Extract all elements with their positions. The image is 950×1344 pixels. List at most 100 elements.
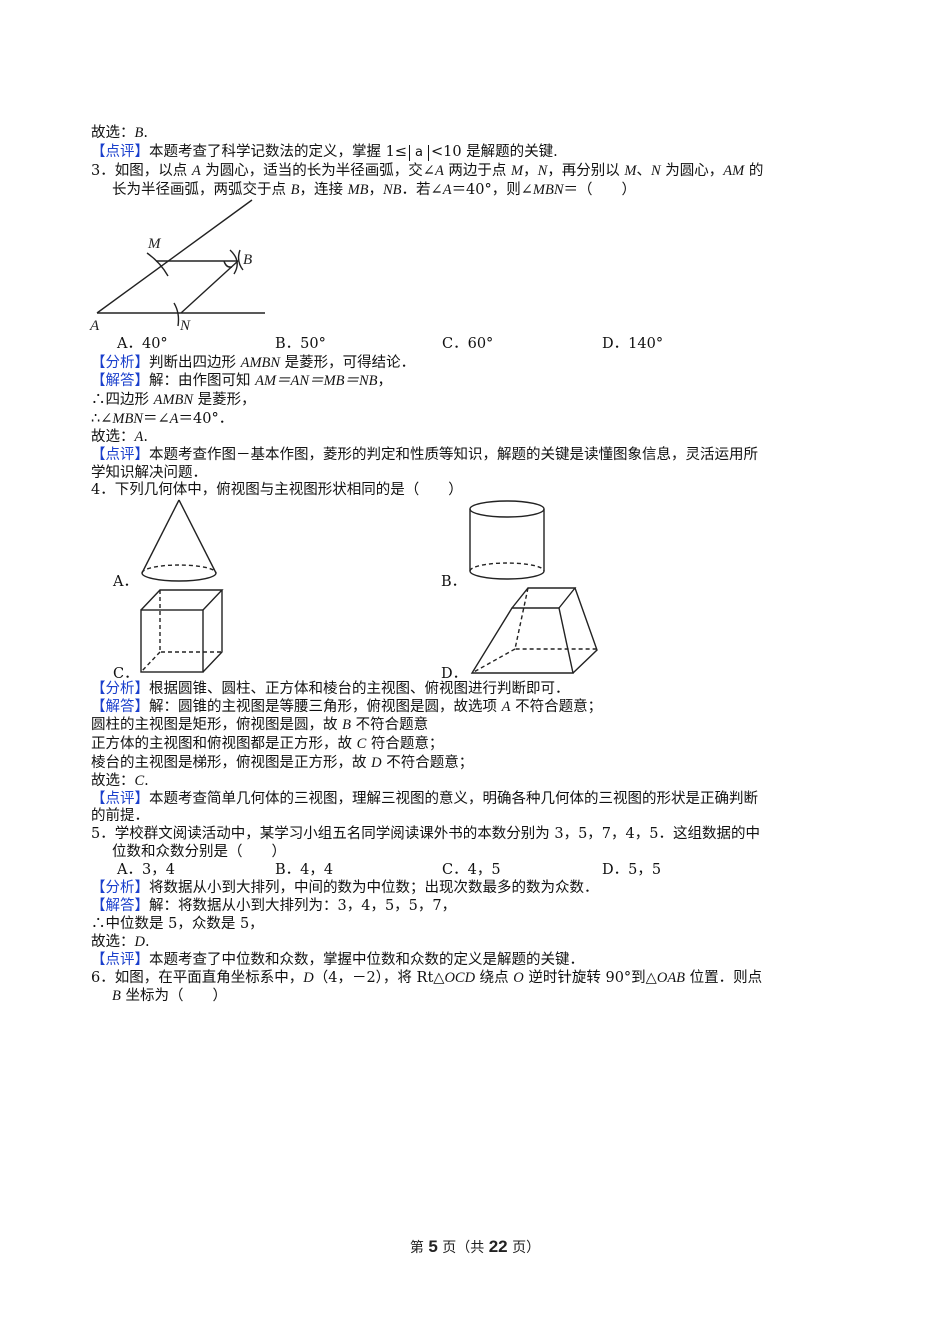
- answer-text: 解：由作图可知: [149, 373, 256, 389]
- math-var: A: [169, 411, 179, 427]
- cube-figure: [140, 589, 224, 673]
- q4-answer-line2: 圆柱的主视图是矩形，俯视图是圆，故 B 不符合题意: [91, 716, 428, 734]
- q5-answer-line1: 【解答】解：将数据从小到大排列为：3，4，5，5，7，: [91, 897, 456, 915]
- stem-text: 位置．则点: [685, 970, 763, 986]
- option-text: 5，5: [628, 862, 662, 878]
- stem-text: ，: [523, 163, 538, 179]
- review-text: 本题考查作图－基本作图，菱形的判定和性质等知识，解题的关键是读懂图象信息，灵活运…: [149, 447, 758, 463]
- answer-text: ∴四边形: [91, 392, 154, 408]
- frustum-hidden-edges: [514, 587, 597, 650]
- cylinder-top: [469, 500, 545, 518]
- math-var: OCD: [444, 970, 476, 986]
- frustum-right-edges: [572, 587, 598, 674]
- analysis-tag: 【分析】: [91, 880, 149, 896]
- choice-letter: C: [134, 773, 145, 789]
- stem-text: 如图，在平面直角坐标系中，: [114, 970, 304, 986]
- answer-text: ∴中位数是 5，众数是 5，: [91, 916, 264, 932]
- option-letter: C．: [442, 336, 468, 352]
- q2-choice-line: 故选：B.: [91, 124, 148, 142]
- stem-text: 为圆心，适当的长为半径画弧，交∠: [200, 163, 435, 179]
- option-text: 4，4: [300, 862, 334, 878]
- label-A: A: [89, 318, 100, 334]
- label-M: M: [147, 236, 162, 252]
- answer-text: ＝40°．: [178, 411, 234, 427]
- q4-analysis: 【分析】根据圆锥、圆柱、正方体和棱台的主视图、俯视图进行判断即可．: [91, 680, 570, 698]
- math-var: AM: [723, 163, 745, 179]
- math-var: N: [651, 163, 661, 179]
- cube-top-face: [140, 589, 224, 611]
- math-var: AMBN: [240, 355, 281, 371]
- answer-text: 不符合题意；: [510, 699, 603, 715]
- math-var: NB: [383, 182, 402, 198]
- choice-letter: A: [134, 429, 144, 445]
- footer-text: 页（共: [437, 1240, 489, 1256]
- frustum-figure: [470, 587, 598, 674]
- total-page-count: 22: [488, 1237, 508, 1256]
- option-letter: A．: [117, 336, 142, 352]
- option-letter: D．: [602, 862, 629, 878]
- cone-base-front: [141, 572, 217, 582]
- stem-text: 的: [744, 163, 764, 179]
- answer-text: 不符合题意；: [381, 755, 474, 771]
- q5-option-d: D．5，5: [602, 861, 661, 879]
- label-N: N: [179, 318, 191, 334]
- q5-review-line: 【点评】本题考查了中位数和众数，掌握中位数和众数的定义是解题的关键．: [91, 951, 584, 969]
- analysis-text: 根据圆锥、圆柱、正方体和棱台的主视图、俯视图进行判断即可．: [149, 681, 570, 697]
- cone-figure: [141, 499, 217, 582]
- q6-stem-line2: B 坐标为（ ）: [112, 987, 227, 1005]
- q3-answer-line2: ∴四边形 AMBN 是菱形，: [91, 391, 256, 409]
- cylinder-base-back-hidden: [469, 562, 545, 572]
- angle-mark-B: [223, 260, 233, 268]
- math-var: AMBN: [153, 392, 194, 408]
- stem-text: 绕点: [475, 970, 514, 986]
- q4-option-d-label: D．: [441, 666, 468, 682]
- option-letter: B．: [275, 862, 301, 878]
- q4-option-a-label: A．: [113, 574, 138, 590]
- stem-text: ．若∠: [401, 182, 443, 198]
- math-var: C: [356, 736, 367, 752]
- stem-text: 如图，以点: [114, 163, 192, 179]
- arc-at-N: [173, 302, 180, 327]
- stem-text: 、: [636, 163, 652, 179]
- q5-answer-line2: ∴中位数是 5，众数是 5，: [91, 915, 264, 933]
- review-tag: 【点评】: [91, 952, 149, 968]
- stem-text: 逆时针旋转 90°到△: [523, 970, 657, 986]
- stem-text: 坐标为（ ）: [120, 988, 227, 1004]
- analysis-text: 将数据从小到大排列，中间的数为中位数；出现次数最多的数为众数．: [149, 880, 599, 896]
- q3-option-a: A．40°: [117, 335, 168, 353]
- math-expr: AM＝AN＝MB＝NB: [255, 373, 378, 389]
- stem-text: ，再分别以: [547, 163, 625, 179]
- choice-prefix: 故选：: [91, 934, 135, 950]
- math-var: A: [434, 163, 444, 179]
- option-letter: C．: [442, 862, 468, 878]
- stem-text: ＝（ ）: [563, 182, 637, 198]
- review-text: 学知识解决问题．: [91, 465, 207, 481]
- analysis-text: 是菱形，可得结论．: [280, 355, 416, 371]
- arc-at-B-2: [237, 249, 244, 271]
- option-letter: A．: [117, 862, 142, 878]
- analysis-tag: 【分析】: [91, 355, 149, 371]
- review-text-pre: 本题考查了科学记数法的定义，掌握 1≤: [149, 144, 407, 160]
- review-text: 本题考查了中位数和众数，掌握中位数和众数的定义是解题的关键．: [149, 952, 584, 968]
- answer-text: ，: [377, 373, 393, 389]
- choice-prefix: 故选：: [91, 429, 135, 445]
- answer-tag: 【解答】: [91, 373, 149, 389]
- footer-text: 页）: [507, 1240, 541, 1256]
- stem-text: 长为半径画弧，两弧交于点: [112, 182, 291, 198]
- stem-text: （4，－2），将 Rt△: [313, 970, 445, 986]
- stem-text: 两边于点: [443, 163, 512, 179]
- cylinder-base-front: [469, 570, 545, 580]
- frustum-hidden-diagonal: [471, 648, 516, 674]
- review-text: 的前提．: [91, 808, 149, 824]
- label-B: B: [243, 252, 252, 268]
- q4-stem: 4．下列几何体中，俯视图与主视图形状相同的是（ ）: [91, 481, 463, 499]
- cylinder-figure: [469, 500, 545, 580]
- review-tag: 【点评】: [91, 447, 149, 463]
- analysis-tag: 【分析】: [91, 681, 149, 697]
- math-var: D: [371, 755, 382, 771]
- option-text: 140°: [628, 336, 664, 352]
- stem-text: 下列几何体中，俯视图与主视图形状相同的是（ ）: [114, 482, 463, 498]
- q5-option-c: C．4，5: [442, 861, 501, 879]
- choice-letter: B: [134, 125, 144, 141]
